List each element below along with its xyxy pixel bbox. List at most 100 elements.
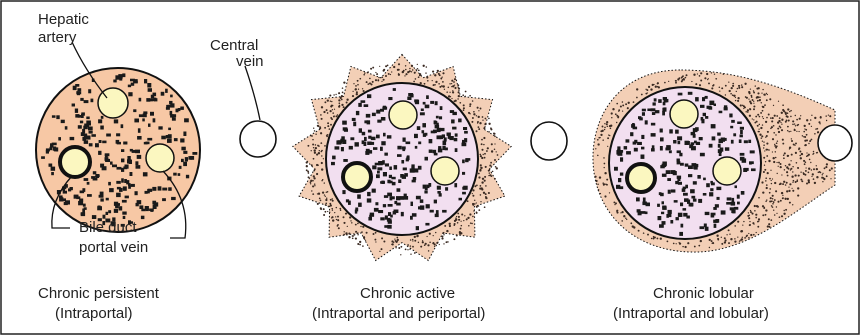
inflammatory-cell bbox=[383, 172, 387, 176]
inflammatory-cell bbox=[673, 171, 677, 175]
speckle-cell bbox=[699, 84, 701, 86]
speckle-cell bbox=[311, 135, 313, 137]
inflammatory-cell bbox=[657, 204, 660, 207]
speckle-cell bbox=[735, 100, 736, 101]
speckle-cell bbox=[494, 136, 496, 138]
inflammatory-cell bbox=[139, 205, 143, 209]
speckle-cell bbox=[800, 115, 801, 116]
speckle-cell bbox=[330, 199, 332, 201]
speckle-cell bbox=[753, 90, 754, 91]
inflammatory-cell bbox=[429, 139, 433, 143]
speckle-cell bbox=[440, 78, 442, 80]
speckle-cell bbox=[604, 123, 605, 124]
inflammatory-cell bbox=[659, 192, 662, 195]
speckle-cell bbox=[828, 114, 829, 115]
inflammatory-cell bbox=[87, 182, 90, 185]
inflammatory-cell bbox=[91, 134, 96, 137]
speckle-cell bbox=[466, 218, 468, 220]
speckle-cell bbox=[454, 84, 455, 85]
speckle-cell bbox=[806, 156, 807, 157]
inflammatory-cell bbox=[98, 119, 102, 123]
speckle-cell bbox=[599, 176, 601, 178]
portal-vein-vessel-3 bbox=[713, 157, 741, 185]
speckle-cell bbox=[773, 161, 775, 163]
speckle-cell bbox=[414, 72, 416, 74]
speckle-cell bbox=[763, 171, 765, 173]
inflammatory-cell bbox=[689, 203, 694, 207]
inflammatory-cell bbox=[751, 168, 756, 171]
speckle-cell bbox=[598, 189, 600, 191]
inflammatory-cell bbox=[652, 145, 655, 149]
speckle-cell bbox=[426, 66, 428, 68]
speckle-cell bbox=[359, 244, 361, 246]
speckle-cell bbox=[480, 201, 481, 202]
speckle-cell bbox=[759, 124, 761, 126]
speckle-cell bbox=[824, 167, 826, 169]
inflammatory-cell bbox=[415, 168, 419, 172]
inflammatory-cell bbox=[93, 171, 97, 174]
speckle-cell bbox=[803, 172, 805, 174]
inflammatory-cell bbox=[412, 180, 416, 183]
speckle-cell bbox=[458, 219, 460, 221]
inflammatory-cell bbox=[83, 204, 86, 207]
speckle-cell bbox=[489, 131, 490, 132]
inflammatory-cell bbox=[183, 151, 187, 154]
inflammatory-cell bbox=[734, 207, 738, 210]
speckle-cell bbox=[332, 210, 333, 211]
speckle-cell bbox=[783, 157, 785, 159]
inflammatory-cell bbox=[383, 204, 386, 207]
speckle-cell bbox=[809, 159, 811, 161]
inflammatory-cell bbox=[705, 227, 709, 231]
speckle-cell bbox=[736, 91, 737, 92]
panel-1-title: Chronic persistent bbox=[38, 285, 160, 302]
speckle-cell bbox=[410, 245, 411, 246]
speckle-cell bbox=[766, 117, 768, 119]
inflammatory-cell bbox=[677, 159, 680, 162]
speckle-cell bbox=[816, 165, 817, 166]
speckle-cell bbox=[763, 157, 765, 159]
speckle-cell bbox=[606, 179, 608, 181]
inflammatory-cell bbox=[158, 126, 162, 129]
speckle-cell bbox=[783, 210, 784, 211]
speckle-cell bbox=[788, 155, 789, 156]
speckle-cell bbox=[457, 98, 458, 99]
speckle-cell bbox=[805, 161, 807, 163]
speckle-cell bbox=[808, 143, 809, 144]
inflammatory-cell bbox=[462, 192, 466, 195]
speckle-cell bbox=[420, 246, 422, 248]
inflammatory-cell bbox=[377, 171, 380, 174]
speckle-cell bbox=[321, 118, 323, 120]
speckle-cell bbox=[786, 171, 788, 173]
speckle-cell bbox=[314, 183, 316, 185]
speckle-cell bbox=[795, 125, 796, 126]
speckle-cell bbox=[442, 81, 444, 83]
speckle-cell bbox=[750, 234, 752, 236]
speckle-cell bbox=[768, 218, 770, 220]
inflammatory-cell bbox=[137, 155, 142, 159]
speckle-cell bbox=[327, 191, 329, 193]
speckle-cell bbox=[336, 207, 337, 208]
speckle-cell bbox=[392, 243, 394, 245]
speckle-cell bbox=[811, 115, 812, 116]
speckle-cell bbox=[391, 71, 392, 72]
speckle-cell bbox=[801, 153, 803, 155]
inflammatory-cell bbox=[634, 148, 638, 152]
inflammatory-cell bbox=[740, 130, 743, 134]
inflammatory-cell bbox=[671, 189, 676, 192]
inflammatory-cell bbox=[152, 187, 156, 191]
inflammatory-cell bbox=[732, 198, 735, 202]
inflammatory-cell bbox=[136, 203, 139, 206]
speckle-cell bbox=[794, 123, 795, 124]
inflammatory-cell bbox=[740, 127, 744, 130]
speckle-cell bbox=[320, 151, 322, 153]
speckle-cell bbox=[403, 70, 404, 71]
speckle-cell bbox=[460, 221, 461, 222]
label-hepatic: Hepatic bbox=[38, 11, 89, 28]
speckle-cell bbox=[776, 162, 777, 163]
panel-1-subtitle: (Intraportal) bbox=[55, 305, 133, 322]
speckle-cell bbox=[760, 127, 762, 129]
inflammatory-cell bbox=[662, 221, 666, 225]
inflammatory-cell bbox=[418, 166, 422, 170]
inflammatory-cell bbox=[342, 190, 345, 194]
speckle-cell bbox=[477, 107, 479, 109]
